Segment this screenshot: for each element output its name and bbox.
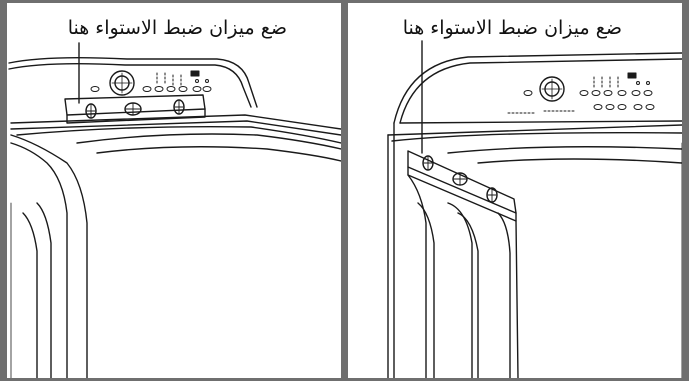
washer-right-illustration [348,3,682,378]
panel-right: ضع ميزان ضبط الاستواء هنا [348,3,682,378]
level-placement-caption: ضع ميزان ضبط الاستواء هنا [403,17,622,39]
control-knob-icon [110,71,134,95]
washer-left-illustration [7,3,341,378]
level-placement-caption: ضع ميزان ضبط الاستواء هنا [68,17,287,39]
console-buttons [91,71,211,92]
panel-left: ضع ميزان ضبط الاستواء هنا [7,3,341,378]
console-buttons [508,73,654,113]
control-knob-icon [540,77,564,101]
